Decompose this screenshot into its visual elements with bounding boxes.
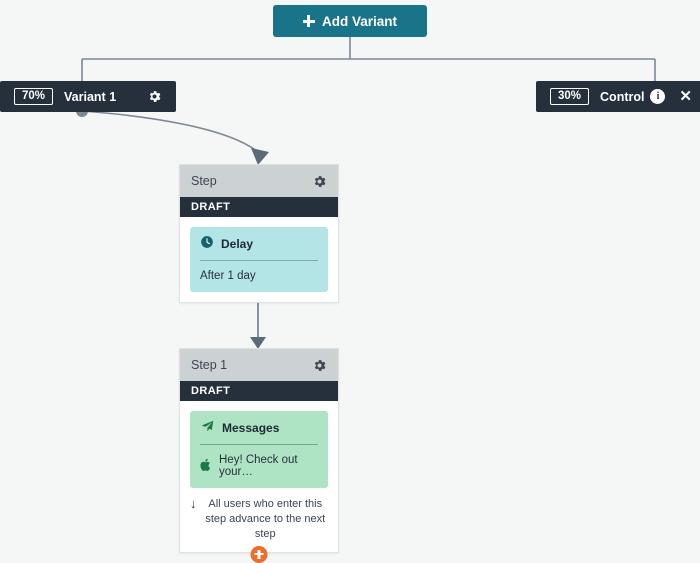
step-card-0[interactable]: Step DRAFT Delay (179, 164, 339, 303)
step-card-header: Step 1 (180, 349, 338, 381)
gear-icon[interactable] (312, 174, 327, 189)
connector-arrowhead-step (251, 148, 269, 165)
status-badge-draft: DRAFT (180, 381, 338, 401)
divider (200, 444, 318, 445)
divider (200, 260, 318, 261)
info-glyph: i (656, 90, 660, 102)
apple-icon (200, 458, 212, 475)
variant-node-1[interactable]: 70% Variant 1 (0, 81, 176, 112)
status-badge-draft: DRAFT (180, 197, 338, 217)
paper-plane-icon (200, 419, 215, 436)
info-icon[interactable]: i (650, 89, 666, 104)
advance-note-line2: advance to the next step (229, 512, 326, 540)
gear-icon[interactable] (312, 358, 327, 373)
plus-icon (254, 549, 264, 559)
variant-percent-badge[interactable]: 70% (14, 87, 54, 106)
clock-icon (200, 235, 214, 252)
control-percent-badge[interactable]: 30% (550, 87, 590, 106)
close-icon[interactable]: ✕ (679, 88, 692, 105)
delay-block[interactable]: Delay After 1 day (190, 227, 328, 292)
control-label: Control (600, 89, 645, 104)
gear-icon[interactable] (147, 89, 162, 104)
messages-block-head: Messages (200, 419, 318, 436)
messages-block[interactable]: Messages Hey! Check out your… (190, 411, 328, 488)
messages-block-detail: Hey! Check out your… (219, 454, 298, 478)
delay-block-detail: After 1 day (200, 270, 256, 282)
step-card-1[interactable]: Step 1 DRAFT Messages (179, 348, 339, 563)
connector-layer (76, 37, 656, 349)
step-card-header: Step (180, 165, 338, 197)
step-card-title: Step (191, 174, 217, 188)
messages-block-detail-row: Hey! Check out your… (200, 454, 318, 478)
delay-block-heading: Delay (221, 236, 254, 251)
advance-note-line1: All users who enter this step (205, 498, 323, 525)
add-variant-button[interactable]: Add Variant (273, 5, 427, 37)
advance-note: ↓ All users who enter this step advance … (190, 496, 329, 542)
delay-block-head: Delay (200, 235, 318, 252)
add-variant-label: Add Variant (321, 13, 397, 29)
step-card-body: Messages Hey! Check out your… ↓ All user… (180, 401, 338, 552)
control-node[interactable]: 30% Control i ✕ (536, 81, 700, 112)
connector-variant-to-step (81, 110, 259, 153)
step-card-body: Delay After 1 day (180, 217, 338, 302)
step-card-title: Step 1 (191, 358, 228, 372)
flow-canvas: Add Variant 70% Variant 1 30% Control i … (0, 5, 700, 563)
advance-note-text: All users who enter this step advance to… (203, 497, 329, 542)
arrow-down-icon: ↓ (190, 496, 197, 511)
messages-block-heading: Messages (222, 420, 280, 435)
variant-label: Variant 1 (64, 89, 117, 104)
plus-icon (302, 15, 315, 27)
add-step-icon[interactable] (250, 545, 268, 563)
